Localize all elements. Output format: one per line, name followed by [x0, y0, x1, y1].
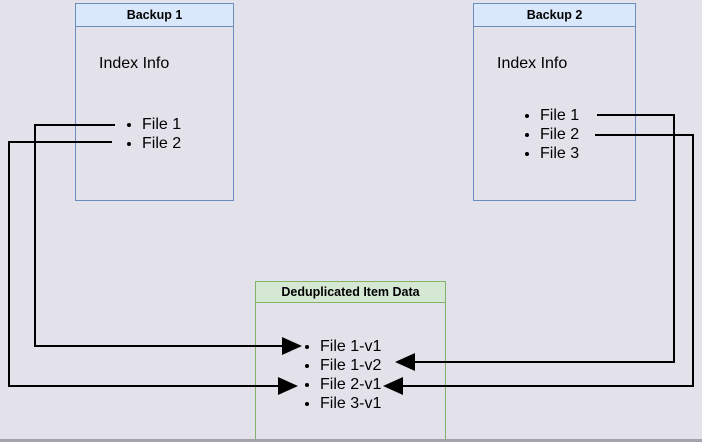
dedup-header: Deduplicated Item Data: [256, 282, 445, 303]
list-item: File 2: [142, 134, 181, 153]
list-item: File 3-v1: [320, 394, 381, 413]
dedup-file-list: File 1-v1 File 1-v2 File 2-v1 File 3-v1: [256, 337, 381, 413]
list-item: File 2: [540, 125, 579, 144]
backup1-title: Backup 1: [126, 8, 183, 22]
dedup-box: Deduplicated Item Data File 1-v1 File 1-…: [255, 281, 446, 440]
list-item: File 2-v1: [320, 375, 381, 394]
list-item: File 3: [540, 144, 579, 163]
backup2-header: Backup 2: [474, 4, 635, 27]
backup2-subtitle: Index Info: [497, 55, 568, 72]
backup1-box: Backup 1 Index Info File 1 File 2: [75, 3, 234, 201]
backup2-title: Backup 2: [526, 8, 583, 22]
backup1-header: Backup 1: [76, 4, 233, 27]
list-item: File 1: [540, 106, 579, 125]
dedup-title: Deduplicated Item Data: [281, 285, 420, 299]
list-item: File 1: [142, 115, 181, 134]
window-bottom-edge: [0, 439, 702, 442]
list-item: File 1-v2: [320, 356, 381, 375]
backup1-subtitle: Index Info: [99, 55, 170, 72]
list-item: File 1-v1: [320, 337, 381, 356]
backup1-file-list: File 1 File 2: [76, 115, 181, 153]
backup2-box: Backup 2 Index Info File 1 File 2 File 3: [473, 3, 636, 201]
backup2-file-list: File 1 File 2 File 3: [474, 106, 579, 163]
